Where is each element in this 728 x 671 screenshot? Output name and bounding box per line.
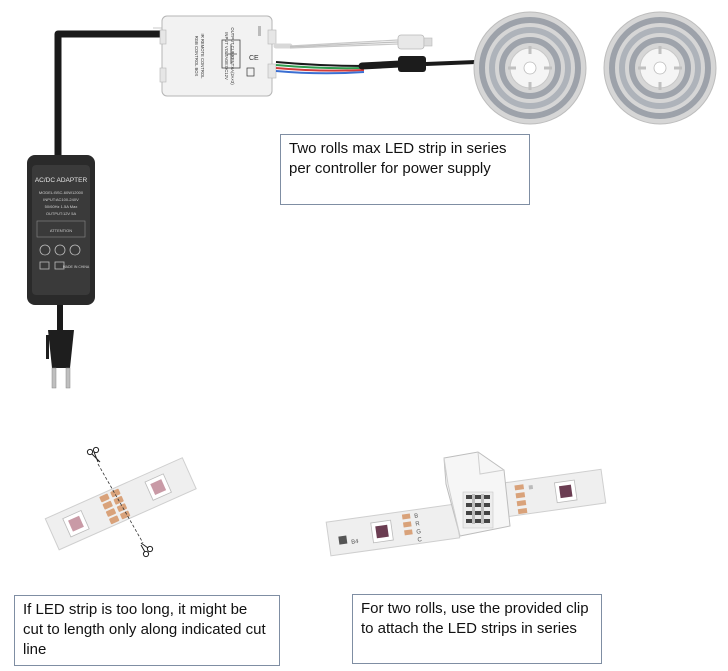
controller-line2: IR REMOTE CONTROL bbox=[200, 34, 205, 80]
copper-pad bbox=[401, 513, 411, 520]
note-two-rolls-max: Two rolls max LED strip in series per co… bbox=[280, 134, 530, 205]
clip-strip-illustration: B4 B R G C bbox=[325, 451, 607, 557]
copper-pad bbox=[120, 510, 131, 520]
adapter-made-in: MADE IN CHINA bbox=[63, 265, 90, 269]
certification-icon bbox=[39, 244, 51, 256]
copper-pad bbox=[514, 484, 525, 491]
note-use-clip: For two rolls, use the provided clip to … bbox=[352, 594, 602, 664]
certification-icon bbox=[69, 244, 81, 256]
copper-pad bbox=[516, 500, 527, 507]
adapter-model: MODEL:BSC-60W12000 bbox=[39, 190, 84, 195]
certification-icon bbox=[54, 261, 65, 270]
circuit-symbol-icon bbox=[221, 39, 241, 69]
power-adapter: AC/DC ADAPTER MODEL:BSC-60W12000 INPUT:A… bbox=[27, 155, 95, 305]
led-reel-2 bbox=[603, 11, 717, 125]
power-plug-icon bbox=[46, 330, 74, 389]
copper-pad bbox=[517, 507, 528, 515]
led-reel-1 bbox=[473, 11, 587, 125]
strip-connector-clip bbox=[443, 451, 511, 537]
controller-line1: RGB CONTROL BOX bbox=[194, 36, 199, 77]
copper-pad bbox=[99, 493, 110, 503]
copper-pad bbox=[105, 508, 116, 517]
scissors-icon bbox=[86, 446, 101, 463]
strip-label-b4: B4 bbox=[351, 539, 360, 546]
pad-label-g: G bbox=[416, 529, 422, 536]
ce-mark-icon: CE bbox=[249, 55, 259, 62]
pad-label-r: R bbox=[415, 521, 421, 528]
controller-line4: OUTPUT CURRENT:6A(2A×3) bbox=[230, 27, 235, 85]
pad-label-c: C bbox=[417, 537, 423, 544]
copper-pad bbox=[515, 492, 526, 499]
scissors-icon bbox=[140, 542, 154, 558]
certification-icon bbox=[54, 244, 66, 256]
adapter-attention: ATTENTION bbox=[50, 228, 72, 233]
pad-label-b: B bbox=[414, 513, 419, 520]
cut-line bbox=[97, 463, 144, 544]
copper-pad bbox=[402, 521, 412, 528]
certification-icon bbox=[39, 261, 50, 270]
weee-bin-icon bbox=[246, 67, 255, 77]
rgb-controller: RGB CONTROL BOX IR REMOTE CONTROL INPUT … bbox=[153, 15, 277, 97]
adapter-input: INPUT:AC100-240V bbox=[43, 197, 79, 202]
cut-strip-illustration bbox=[44, 446, 197, 558]
signal-cable bbox=[273, 34, 477, 75]
controller-line3: INPUT VOLTAGE:DC12V bbox=[224, 32, 229, 80]
note-cut-to-length: If LED strip is too long, it might be cu… bbox=[14, 595, 280, 666]
copper-pad bbox=[404, 529, 413, 536]
copper-pad bbox=[102, 500, 113, 510]
adapter-freq: 50/60Hz 1.5A Max bbox=[45, 204, 78, 209]
copper-pad bbox=[109, 515, 120, 525]
adapter-title: AC/DC ADAPTER bbox=[35, 177, 88, 184]
adapter-output: OUTPUT:12V 5A bbox=[46, 211, 77, 216]
